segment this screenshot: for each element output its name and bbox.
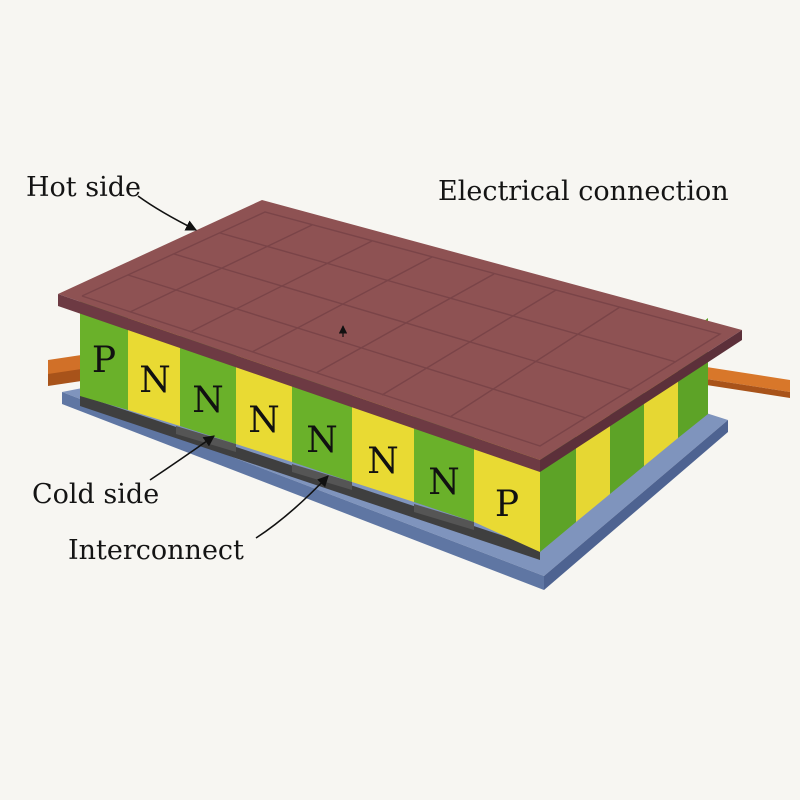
leg-label-4: N	[248, 400, 280, 441]
leg-label-5: N	[306, 420, 338, 461]
interconnect-leader	[255, 475, 329, 539]
leg-label-3: N	[192, 380, 224, 421]
electrical-connection-label: Electrical connection	[438, 176, 729, 207]
cold-side-label: Cold side	[32, 479, 159, 510]
leg-label-2: N	[139, 360, 171, 401]
leg-label-6: N	[367, 441, 399, 482]
leg-labels: P N N N N N N P	[92, 340, 519, 525]
leg-label-1: P	[92, 340, 116, 381]
leg-label-8: P	[495, 484, 519, 525]
leg-block-1	[80, 300, 128, 410]
hot-side-plate	[58, 200, 742, 472]
cold-side-leader	[149, 435, 215, 481]
leg-label-7: N	[428, 462, 460, 503]
electrode-tab-right	[700, 366, 790, 398]
interconnect-label: Interconnect	[68, 535, 244, 566]
hot-plate-grid	[81, 211, 722, 447]
electrode-tab-left	[48, 354, 88, 386]
hot-side-leader	[137, 195, 198, 231]
hot-side-label: Hot side	[26, 172, 141, 203]
